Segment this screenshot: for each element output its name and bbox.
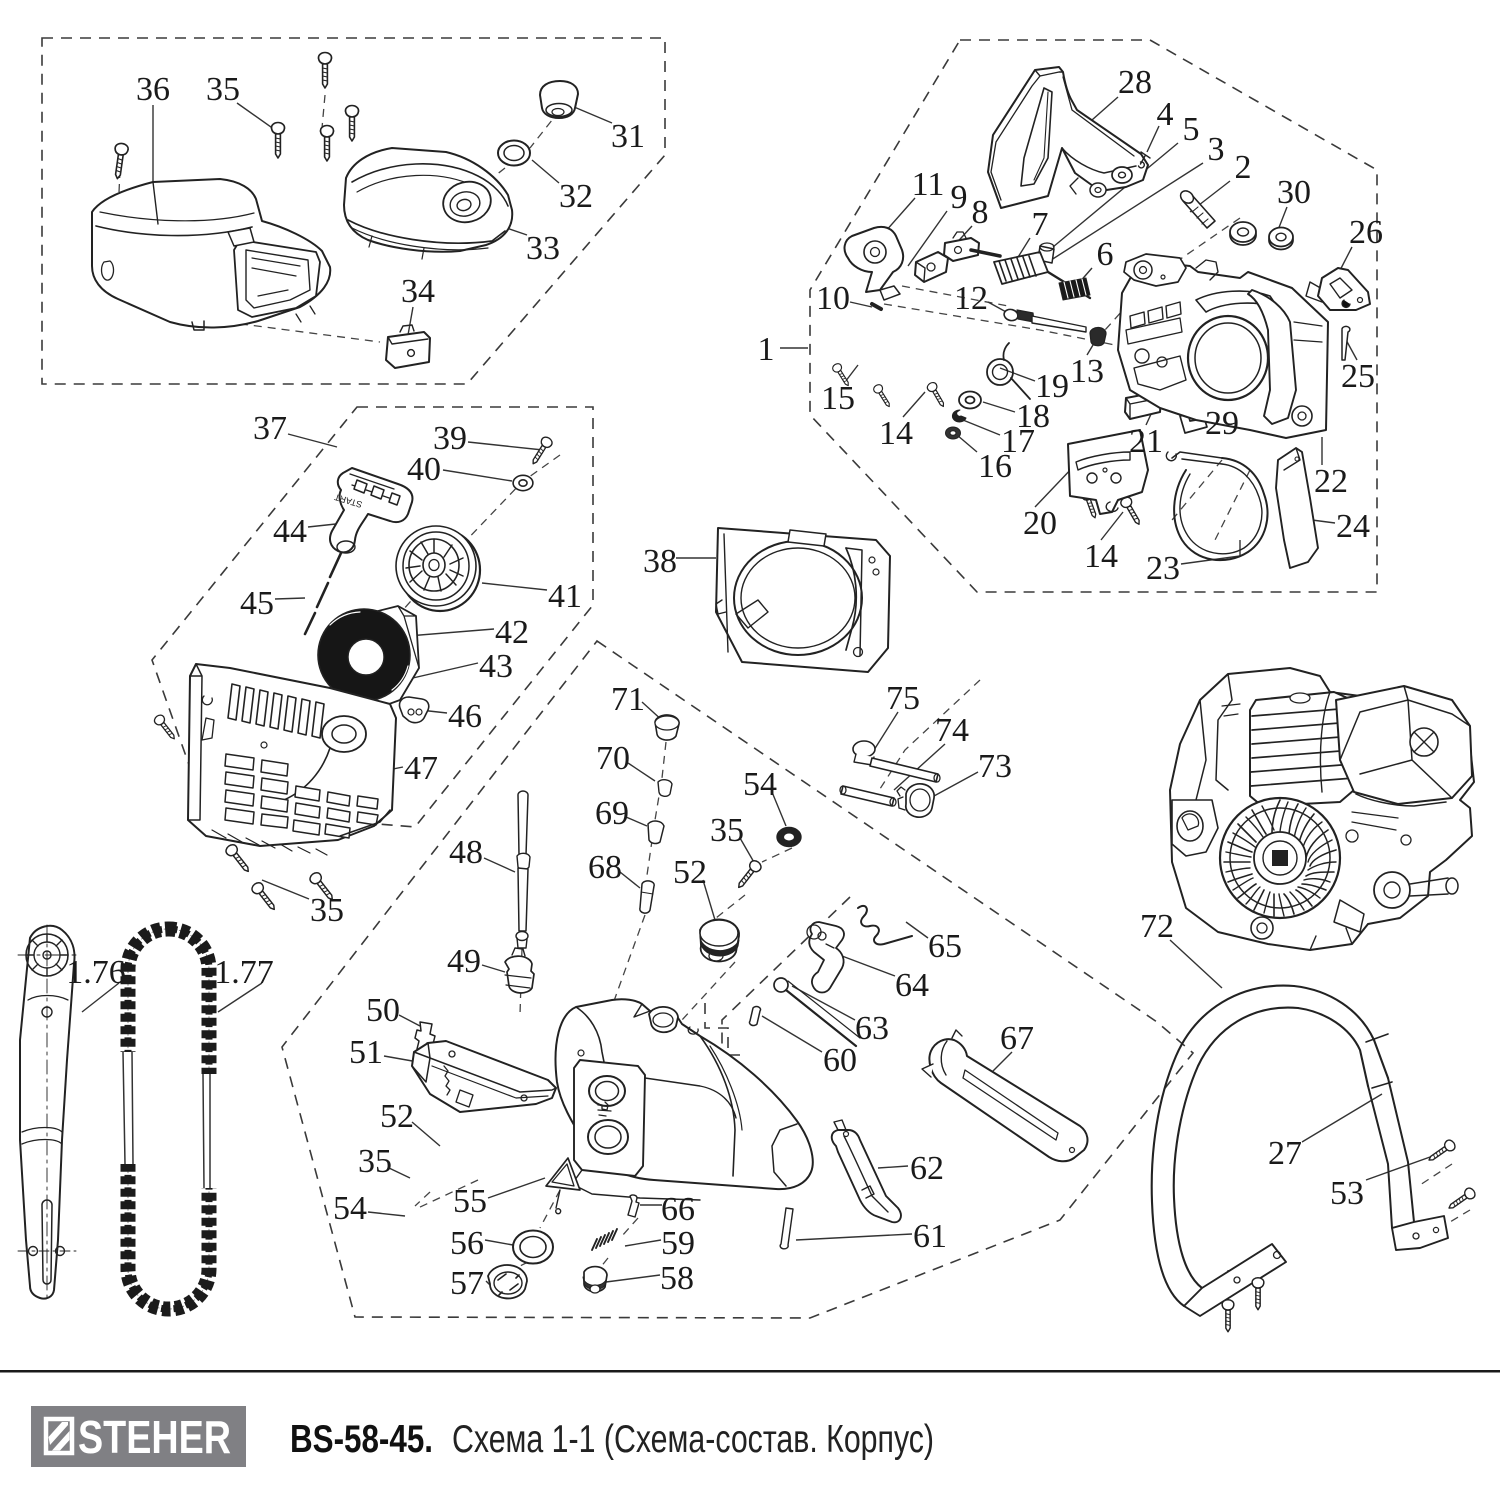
svg-text:73: 73 [978, 748, 1012, 785]
svg-text:59: 59 [661, 1225, 695, 1262]
svg-text:71: 71 [611, 681, 645, 718]
svg-text:12: 12 [954, 280, 988, 317]
svg-text:53: 53 [1330, 1175, 1364, 1212]
svg-text:24: 24 [1336, 508, 1370, 545]
svg-text:52: 52 [673, 854, 707, 891]
svg-text:64: 64 [895, 967, 929, 1004]
svg-text:1: 1 [758, 331, 775, 368]
svg-text:33: 33 [526, 230, 560, 267]
svg-text:1.76: 1.76 [66, 954, 126, 991]
svg-text:57: 57 [450, 1265, 484, 1302]
svg-text:22: 22 [1314, 463, 1348, 500]
svg-text:35: 35 [310, 892, 344, 929]
svg-text:3: 3 [1208, 131, 1225, 168]
svg-text:55: 55 [453, 1183, 487, 1220]
svg-text:37: 37 [253, 410, 287, 447]
svg-text:25: 25 [1341, 358, 1375, 395]
svg-text:39: 39 [433, 420, 467, 457]
svg-text:18: 18 [1016, 398, 1050, 435]
svg-text:60: 60 [823, 1042, 857, 1079]
svg-text:19: 19 [1035, 368, 1069, 405]
svg-text:36: 36 [136, 71, 170, 108]
svg-text:21: 21 [1129, 423, 1163, 460]
svg-text:35: 35 [710, 812, 744, 849]
svg-text:16: 16 [978, 448, 1012, 485]
svg-text:66: 66 [661, 1191, 695, 1228]
svg-text:34: 34 [401, 273, 435, 310]
svg-text:10: 10 [816, 280, 850, 317]
svg-text:32: 32 [559, 178, 593, 215]
svg-text:14: 14 [1084, 538, 1118, 575]
svg-text:13: 13 [1070, 353, 1104, 390]
svg-text:51: 51 [349, 1034, 383, 1071]
svg-text:68: 68 [588, 849, 622, 886]
svg-text:2: 2 [1235, 149, 1252, 186]
svg-text:STEHER: STEHER [78, 1411, 231, 1463]
svg-text:14: 14 [879, 415, 913, 452]
svg-text:7: 7 [1032, 206, 1049, 243]
svg-text:42: 42 [495, 614, 529, 651]
svg-text:54: 54 [743, 766, 777, 803]
svg-text:6: 6 [1097, 236, 1114, 273]
svg-text:45: 45 [240, 585, 274, 622]
svg-text:56: 56 [450, 1225, 484, 1262]
svg-text:70: 70 [596, 740, 630, 777]
svg-text:48: 48 [449, 834, 483, 871]
svg-text:4: 4 [1157, 96, 1174, 133]
svg-text:BS-58-45.: BS-58-45. [290, 1418, 433, 1461]
svg-text:43: 43 [479, 648, 513, 685]
svg-text:29: 29 [1205, 405, 1239, 442]
svg-text:74: 74 [935, 712, 969, 749]
svg-text:1.77: 1.77 [214, 954, 274, 991]
svg-text:63: 63 [855, 1010, 889, 1047]
svg-text:40: 40 [407, 451, 441, 488]
svg-text:67: 67 [1000, 1020, 1034, 1057]
svg-text:15: 15 [821, 380, 855, 417]
svg-text:27: 27 [1268, 1135, 1302, 1172]
svg-text:28: 28 [1118, 64, 1152, 101]
svg-text:8: 8 [972, 194, 989, 231]
svg-text:26: 26 [1349, 214, 1383, 251]
svg-text:49: 49 [447, 943, 481, 980]
svg-text:72: 72 [1140, 908, 1174, 945]
svg-text:20: 20 [1023, 505, 1057, 542]
svg-text:Схема 1-1 (Схема-состав. Корпу: Схема 1-1 (Схема-состав. Корпус) [452, 1418, 934, 1461]
svg-text:17: 17 [1001, 423, 1035, 460]
svg-text:5: 5 [1183, 111, 1200, 148]
svg-text:47: 47 [404, 750, 438, 787]
svg-text:54: 54 [333, 1190, 367, 1227]
svg-text:23: 23 [1146, 550, 1180, 587]
svg-text:41: 41 [548, 578, 582, 615]
svg-text:31: 31 [611, 118, 645, 155]
svg-text:58: 58 [660, 1260, 694, 1297]
svg-text:52: 52 [380, 1098, 414, 1135]
svg-text:65: 65 [928, 928, 962, 965]
svg-text:75: 75 [886, 680, 920, 717]
svg-text:50: 50 [366, 992, 400, 1029]
svg-text:44: 44 [273, 513, 307, 550]
svg-text:11: 11 [912, 166, 945, 203]
svg-text:61: 61 [913, 1218, 947, 1255]
svg-text:62: 62 [910, 1150, 944, 1187]
svg-text:30: 30 [1277, 174, 1311, 211]
svg-text:46: 46 [448, 698, 482, 735]
svg-text:38: 38 [643, 543, 677, 580]
svg-text:69: 69 [595, 795, 629, 832]
svg-text:9: 9 [951, 179, 968, 216]
svg-text:35: 35 [358, 1143, 392, 1180]
svg-text:35: 35 [206, 71, 240, 108]
